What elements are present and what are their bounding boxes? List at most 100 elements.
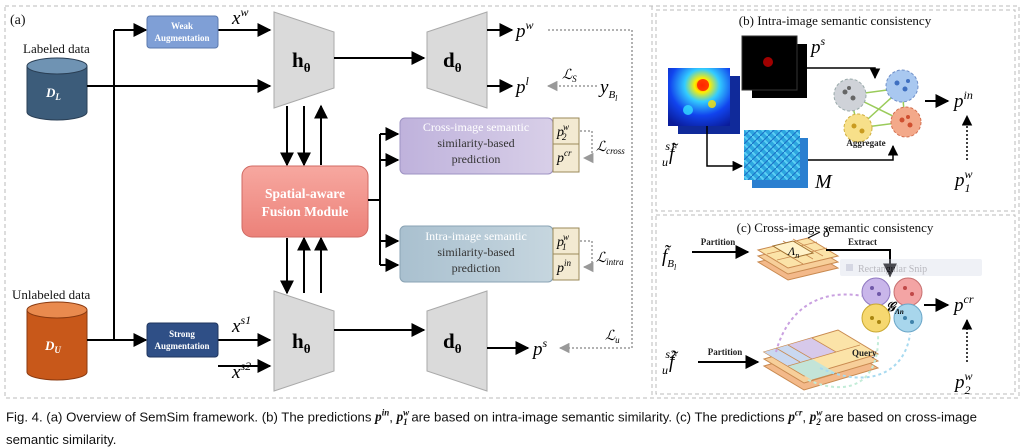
query-curve-purple (775, 293, 863, 353)
rect-snip-label: Rectangular Snip (858, 264, 927, 275)
y-bl-label: yBl (598, 77, 618, 103)
panel-c-title: (c) Cross-image semantic consistency (737, 220, 934, 235)
strong-aug-line2: Augmentation (154, 341, 209, 351)
figure-caption: Fig. 4. (a) Overview of SemSim framework… (6, 405, 1018, 448)
caption-suffix: are based on cross-image semantic simila… (6, 409, 977, 448)
cluster-graph-icon (833, 69, 922, 143)
unlabeled-database-name: DU (44, 338, 61, 355)
g-lambda-label: 𝒢Λn (886, 299, 904, 316)
fusion-line2: Fusion Module (262, 204, 349, 219)
p-s-b-label: ps (809, 34, 826, 58)
strong-aug-line1: Strong (169, 329, 195, 339)
cross-pred-line3: prediction (452, 152, 501, 166)
x-s2-label: xs2 (231, 359, 251, 383)
labeled-database-name: DL (45, 85, 61, 102)
extract-arrow (826, 249, 897, 278)
labeled-partition-stack (756, 237, 840, 281)
caption-p1-w: pw1 (396, 408, 410, 428)
fusion-module: Spatial-aware Fusion Module (241, 165, 369, 238)
intra-image-prediction-box: Intra-image semantic similarity-based pr… (399, 225, 580, 283)
similarity-matrix (744, 130, 808, 188)
intra-pred-line1: Intra-image semantic (425, 229, 527, 243)
unlabeled-partition-stack (762, 329, 880, 391)
caption-p-in: pin (375, 408, 390, 425)
delta-label: δ (823, 226, 830, 241)
partition-2-label: Partition (708, 347, 743, 357)
weak-augmentation-box: Weak Augmentation (146, 15, 219, 49)
strong-augmentation-box: Strong Augmentation (146, 322, 219, 358)
m-to-aggregate-arrow (808, 144, 899, 161)
heatmap-stack (668, 68, 740, 134)
intra-pred-line2: similarity-based (437, 245, 514, 259)
cross-pcr: pcr (556, 148, 572, 166)
loss-cross-label: ℒcross (596, 140, 625, 156)
panel-b-title: (b) Intra-image semantic consistency (739, 13, 932, 28)
svg-text:dθ: dθ (443, 329, 462, 356)
extract-label: Extract (848, 237, 877, 247)
weak-aug-line2: Augmentation (154, 33, 209, 43)
query-curve-blue (819, 333, 911, 379)
loss-intra-label: ℒintra (596, 251, 624, 267)
unlabeled-database-icon: DU (26, 301, 88, 381)
loss-s-label: ℒS (562, 68, 577, 84)
aggregate-label: Aggregate (846, 138, 885, 148)
caption-comma-1: , (389, 409, 397, 425)
labeled-database-icon: DL (26, 57, 88, 121)
svg-text:hθ: hθ (292, 329, 311, 356)
x-s1-label: xs1 (231, 313, 251, 337)
lambda-n-label: Λn (787, 244, 799, 260)
caption-mid: are based on intra-image semantic simila… (407, 409, 789, 425)
input-arrows (87, 23, 272, 347)
panel-c-frame (655, 214, 1016, 395)
query-label: Query (852, 348, 877, 358)
svg-text:hθ: hθ (292, 48, 311, 75)
query-curve-green (807, 333, 880, 389)
p-cr-c-label: pcr (952, 292, 974, 316)
delta-tick (807, 231, 821, 239)
m-label: M (814, 171, 833, 193)
p-l-output: pl (514, 74, 530, 98)
outer-frame (4, 5, 1020, 399)
loss-u-label: ℒu (605, 329, 620, 345)
rectangular-snip-overlay: Rectangular Snip (840, 259, 982, 276)
ps-arrow (807, 67, 881, 80)
panel-a-label: (a) (10, 13, 26, 28)
caption-p-cr: pcr (788, 408, 803, 425)
decoder-output-arrows (487, 23, 530, 355)
fusion-branch-arrows (368, 127, 400, 272)
intra-pin: pin (556, 258, 572, 276)
p-w-output: pw (514, 18, 534, 42)
encoder-top: hθ (273, 11, 335, 109)
decoder-bottom: dθ (426, 290, 488, 392)
f-bl-label: f̃Bl (662, 245, 677, 272)
fusion-line1: Spatial-aware (265, 186, 345, 201)
caption-comma-2: , (802, 409, 810, 425)
p-in-b-label: pin (952, 88, 973, 112)
partition-1-label: Partition (701, 237, 736, 247)
x-w-label: xw (231, 5, 248, 29)
intra-pred-line3: prediction (452, 261, 501, 275)
decoder-top: dθ (426, 11, 488, 109)
encoder-bottom: hθ (273, 290, 335, 392)
ps-mask-stack (741, 35, 807, 98)
caption-p2-w: pw2 (809, 408, 823, 428)
caption-prefix: Fig. 4. (a) Overview of SemSim framework… (6, 409, 376, 425)
cross-pred-line2: similarity-based (437, 136, 514, 150)
loss-cross-loop (580, 130, 594, 164)
unlabeled-data-label: Unlabeled data (12, 287, 91, 302)
cross-image-prediction-box: Cross-image semantic similarity-based pr… (399, 117, 580, 175)
encoder-decoder-arrows (334, 51, 426, 337)
loss-u-loop (548, 29, 633, 354)
cross-pred-line1: Cross-image semantic (423, 120, 529, 134)
encoder-fusion-arrows (280, 104, 328, 295)
p-s-output: ps (531, 336, 548, 360)
heatmap-to-m-arrow (706, 126, 744, 172)
loss-intra-loop (580, 240, 594, 273)
